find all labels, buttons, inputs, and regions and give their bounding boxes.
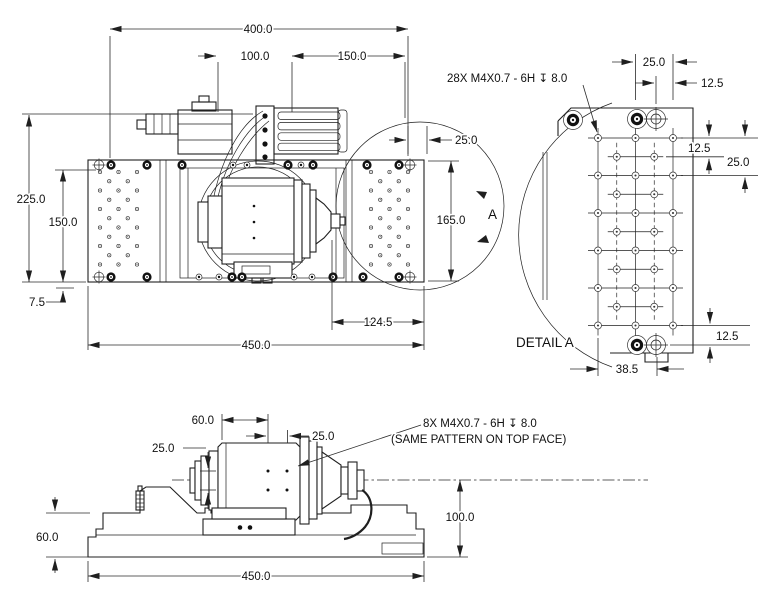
dim-100: 100.0 bbox=[241, 51, 270, 63]
thread-note-28x: 28X M4X0.7 - 6H ↧ 8.0 bbox=[447, 73, 567, 85]
dim-25-right: 25.0 bbox=[455, 135, 477, 147]
dim-12-5-detail-top: 12.5 bbox=[701, 78, 723, 90]
detail-callout-a: A bbox=[488, 207, 497, 222]
detail-view-dimensions: 28X M4X0.7 - 6H ↧ 8.0 25.0 12.5 12.5 25.… bbox=[445, 54, 758, 378]
dim-400: 400.0 bbox=[244, 24, 273, 36]
dim-450-front: 450.0 bbox=[242, 571, 271, 583]
top-view-dimensions: 400.0 100.0 150.0 25.0 225.0 150.0 7.5 1… bbox=[15, 22, 499, 353]
motor-body-front bbox=[217, 442, 301, 521]
dim-25-detail-top: 25.0 bbox=[643, 57, 665, 69]
front-view bbox=[87, 436, 648, 558]
right-plate-hole-pattern bbox=[368, 169, 411, 267]
mount-plate-screws bbox=[262, 113, 268, 160]
detail-corner-screws bbox=[563, 107, 668, 357]
dim-60-top: 60.0 bbox=[192, 415, 214, 427]
detail-label: DETAIL A bbox=[516, 335, 574, 350]
dim-150-left: 150.0 bbox=[49, 217, 78, 229]
shaft-cone-top bbox=[315, 196, 332, 246]
dim-25-front-left: 25.0 bbox=[152, 443, 174, 455]
thread-note-8x-line1: 8X M4X0.7 - 6H ↧ 8.0 bbox=[423, 418, 537, 430]
dim-165: 165.0 bbox=[437, 215, 466, 227]
callout-arrow-bottom bbox=[477, 235, 489, 243]
rotary-stage-top bbox=[179, 160, 346, 284]
fin-block bbox=[273, 107, 339, 155]
callout-arrow-top bbox=[476, 191, 487, 199]
dim-450-top: 450.0 bbox=[242, 340, 271, 352]
detail-callout-circle bbox=[335, 121, 505, 291]
detail-plate-outline bbox=[557, 107, 694, 354]
dim-25-detail-right: 25.0 bbox=[727, 157, 749, 169]
detail-view bbox=[518, 102, 694, 368]
dim-38-5: 38.5 bbox=[616, 364, 638, 376]
left-plate-hole-pattern bbox=[97, 169, 140, 267]
dim-225: 225.0 bbox=[17, 194, 46, 206]
top-view bbox=[87, 95, 505, 291]
base-profile bbox=[87, 486, 425, 558]
motor-front bbox=[189, 436, 373, 541]
shaft-cone-front bbox=[321, 450, 342, 511]
dim-124-5: 124.5 bbox=[364, 317, 393, 329]
detail-hole-pattern bbox=[588, 128, 683, 336]
dim-12-5-detail-right: 12.5 bbox=[688, 143, 710, 155]
motor-body-top bbox=[221, 177, 295, 265]
dim-60-front-left: 60.0 bbox=[36, 532, 58, 544]
dim-12-5-detail-bottom: 12.5 bbox=[716, 331, 738, 343]
motor-cable bbox=[343, 489, 373, 541]
thread-note-8x-line2: (SAME PATTERN ON TOP FACE) bbox=[391, 434, 566, 446]
dim-25-front-top: 25.0 bbox=[312, 431, 334, 443]
dim-150-top: 150.0 bbox=[338, 51, 367, 63]
fastener-screws bbox=[92, 158, 417, 284]
nameplate bbox=[381, 542, 424, 555]
front-view-dimensions: 60.0 25.0 25.0 8X M4X0.7 - 6H ↧ 8.0 (SAM… bbox=[34, 413, 568, 584]
dim-100-front: 100.0 bbox=[446, 512, 475, 524]
dim-7-5: 7.5 bbox=[29, 297, 45, 309]
